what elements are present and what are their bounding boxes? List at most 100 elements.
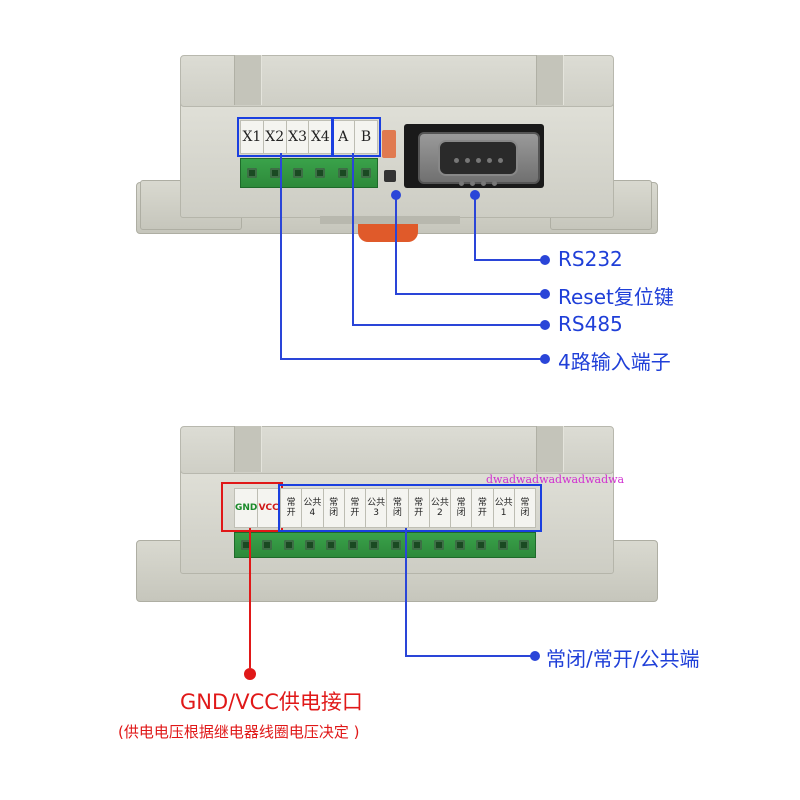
power-callout: GND/VCC供电接口 bbox=[180, 690, 363, 714]
terminal-screw[interactable] bbox=[278, 533, 299, 557]
input-label-x3: X3 bbox=[287, 121, 310, 153]
terminal-screw[interactable] bbox=[364, 533, 385, 557]
rs485-leader-v bbox=[352, 153, 354, 325]
rs485-end-dot bbox=[540, 320, 550, 330]
terminal-screw[interactable] bbox=[299, 533, 320, 557]
reset-anchor-dot bbox=[391, 190, 401, 200]
inputs-leader-v bbox=[280, 153, 282, 359]
relay-callout: 常闭/常开/公共端 bbox=[546, 647, 700, 671]
din-rail-slot bbox=[320, 216, 460, 224]
input-label-strip: X1 X2 X3 X4 A B bbox=[240, 120, 378, 154]
power-highlight-box bbox=[221, 482, 283, 532]
rs232-leader-h bbox=[474, 259, 544, 261]
relay-label: 常闭 bbox=[387, 489, 409, 527]
top-device: X1 X2 X3 X4 A B bbox=[0, 0, 800, 260]
watermark-text: dwadwadwadwadwadwa bbox=[486, 473, 625, 486]
rs232-callout: RS232 bbox=[558, 247, 623, 271]
reset-leader-v bbox=[395, 198, 397, 294]
relay-label: 常闭 bbox=[451, 489, 473, 527]
relay-label-line: 常 bbox=[392, 498, 402, 508]
db9-connector[interactable] bbox=[418, 132, 540, 186]
relay-label-line: 公共 bbox=[494, 498, 513, 508]
relay-label-line: 开 bbox=[477, 508, 487, 518]
relay-label-line: 4 bbox=[309, 508, 316, 518]
relay-highlight-box bbox=[278, 484, 542, 532]
relay-label-line: 开 bbox=[286, 508, 296, 518]
rs485-highlight-box bbox=[332, 117, 381, 157]
inputs-leader-h bbox=[280, 358, 544, 360]
reset-leader-h bbox=[395, 293, 544, 295]
terminal-screw[interactable] bbox=[264, 159, 287, 187]
terminal-screw[interactable] bbox=[354, 159, 377, 187]
bottom-terminal-block bbox=[234, 532, 536, 558]
rs232-leader-v bbox=[474, 198, 476, 260]
relay-label-line: 常 bbox=[477, 498, 487, 508]
bottom-lid-rib-left bbox=[234, 426, 262, 472]
bottom-lid-rib-right bbox=[536, 426, 564, 472]
power-end-dot bbox=[244, 668, 256, 680]
relay-label-line: 1 bbox=[500, 508, 507, 518]
reset-callout: Reset复位键 bbox=[558, 285, 674, 309]
top-lid-rib-right bbox=[536, 55, 564, 105]
relay-label-line: 常 bbox=[286, 498, 296, 508]
reset-end-dot bbox=[540, 289, 550, 299]
power-note: (供电电压根据继电器线圈电压决定 ) bbox=[118, 723, 360, 741]
top-lid-rib-left bbox=[234, 55, 262, 105]
relay-label: 常闭 bbox=[515, 489, 535, 527]
terminal-screw[interactable] bbox=[235, 533, 256, 557]
terminal-screw[interactable] bbox=[385, 533, 406, 557]
din-clip bbox=[358, 220, 418, 242]
terminal-screw[interactable] bbox=[492, 533, 513, 557]
relay-label-line: 闭 bbox=[520, 508, 530, 518]
relay-label-line: 公共 bbox=[430, 498, 449, 508]
inputs-callout: 4路输入端子 bbox=[558, 350, 671, 374]
top-terminal-block bbox=[240, 158, 378, 188]
input-label-x2: X2 bbox=[264, 121, 287, 153]
rs485-callout: RS485 bbox=[558, 312, 623, 336]
relay-label: 常开 bbox=[409, 489, 430, 527]
relay-label-line: 公共 bbox=[367, 498, 386, 508]
input-label-b: B bbox=[360, 129, 372, 145]
power-leader-v bbox=[249, 528, 251, 668]
inputs-highlight-box bbox=[237, 117, 333, 157]
reset-button[interactable] bbox=[384, 170, 396, 182]
input-label-a: A bbox=[332, 121, 356, 153]
terminal-screw[interactable] bbox=[406, 533, 427, 557]
relay-label-line: 常 bbox=[350, 498, 360, 508]
relay-leader-v bbox=[405, 528, 407, 656]
terminal-screw[interactable] bbox=[449, 533, 470, 557]
inputs-end-dot bbox=[540, 354, 550, 364]
relay-label-line: 闭 bbox=[329, 508, 339, 518]
relay-label-line: 闭 bbox=[456, 508, 466, 518]
terminal-screw[interactable] bbox=[513, 533, 534, 557]
power-label-strip: GND VCC bbox=[234, 488, 280, 528]
relay-label-line: 开 bbox=[414, 508, 424, 518]
relay-label-line: 常 bbox=[520, 498, 530, 508]
relay-label-line: 公共 bbox=[303, 498, 322, 508]
terminal-screw[interactable] bbox=[286, 159, 309, 187]
relay-label-line: 开 bbox=[350, 508, 360, 518]
terminal-screw[interactable] bbox=[332, 159, 355, 187]
terminal-screw[interactable] bbox=[428, 533, 449, 557]
vcc-label: VCC bbox=[258, 503, 279, 513]
terminal-screw[interactable] bbox=[309, 159, 332, 187]
rs232-anchor-dot bbox=[470, 190, 480, 200]
terminal-screw[interactable] bbox=[241, 159, 264, 187]
input-label-x1: X1 bbox=[241, 121, 264, 153]
relay-label-line: 常 bbox=[414, 498, 424, 508]
db9-socket bbox=[438, 140, 518, 186]
terminal-screw[interactable] bbox=[256, 533, 277, 557]
relay-leader-h bbox=[405, 655, 532, 657]
relay-label: 常开 bbox=[345, 489, 366, 527]
relay-label: 常开 bbox=[472, 489, 494, 527]
terminal-screw[interactable] bbox=[471, 533, 492, 557]
rs485-leader-h bbox=[352, 324, 544, 326]
dip-switch[interactable] bbox=[382, 130, 396, 158]
terminal-screw[interactable] bbox=[342, 533, 363, 557]
relay-label-line: 3 bbox=[373, 508, 379, 518]
terminal-screw[interactable] bbox=[321, 533, 342, 557]
